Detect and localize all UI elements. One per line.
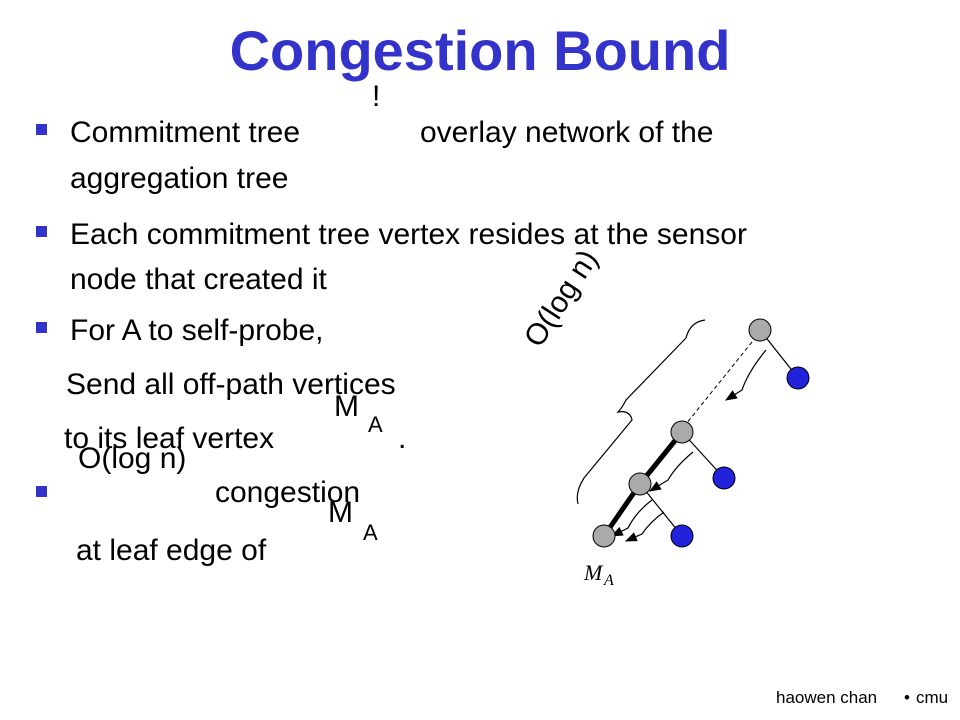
bullet-4-text-line1: congestion (215, 476, 361, 509)
tree-node (592, 524, 616, 548)
bullet-4-text-line2: at leaf edge of (76, 534, 267, 567)
brace-shape (576, 319, 706, 505)
probe-arrow (624, 511, 665, 542)
bullet-1-text-b: overlay network of the (420, 116, 714, 149)
bullet-3-m-symbol: M (334, 390, 359, 423)
bullet-marker (36, 322, 47, 333)
bullet-4-m-index: A (363, 520, 378, 545)
leaf-node (786, 366, 810, 390)
probe-arrow (648, 451, 694, 492)
dashed-path-edge (685, 341, 753, 425)
bullet-marker (36, 124, 47, 135)
leaf-label-index: A (604, 572, 614, 589)
bullet-3-period: . (398, 422, 407, 455)
slide-title: Congestion Bound (229, 19, 731, 82)
bullet-1-symbol: ! (372, 80, 381, 113)
leaf-label-m: M (584, 560, 603, 585)
bullet-1-text-a: Commitment tree (70, 116, 301, 149)
bullet-4-m-symbol: M (328, 496, 353, 529)
bullet-marker (36, 226, 47, 237)
bullet-2-text-line1: Each commitment tree vertex resides at t… (70, 218, 747, 251)
footer-org: cmu (916, 688, 949, 707)
bullet-3-sub-line1: Send all off-path vertices (66, 368, 396, 401)
probe-arrow (724, 349, 767, 401)
bullet-2-text-line2: node that created it (70, 263, 327, 296)
tree-node (748, 318, 772, 342)
leaf-node (712, 466, 736, 490)
bullet-1-text-line2: aggregation tree (70, 162, 289, 195)
footer-author: haowen chan (776, 688, 878, 707)
bullet-4-bound: O(log n) (78, 442, 187, 475)
probe-arrow (610, 499, 653, 537)
tree-node (670, 420, 694, 444)
bullet-3-m-index: A (368, 412, 383, 437)
bullet-3-text-line1: For A to self-probe, (70, 314, 324, 347)
bullet-marker (36, 486, 47, 497)
tree-node (628, 472, 652, 496)
footer-separator: • (904, 688, 910, 707)
leaf-node (670, 524, 694, 548)
bullet-3-sub-line2: to its leaf vertex (64, 422, 275, 455)
